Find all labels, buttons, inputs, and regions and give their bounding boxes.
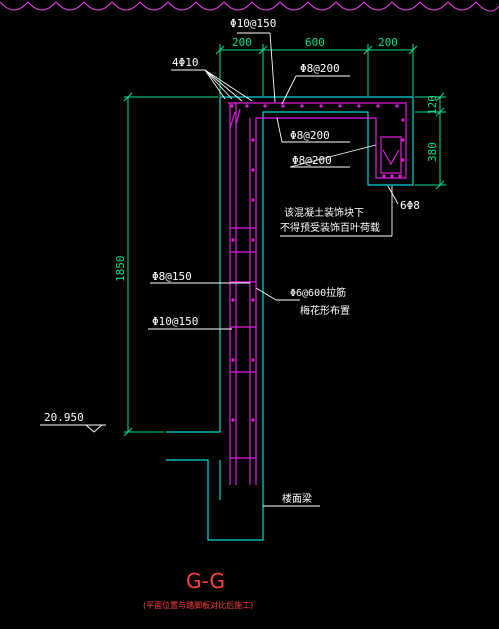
bottom-bars-label: 6Φ8 — [400, 199, 420, 212]
dimension-lines — [123, 44, 446, 437]
top-rebar-label: Φ10@150 — [230, 17, 276, 30]
rebar-cage — [228, 102, 407, 485]
lower-stirrup-label: Φ8@200 — [292, 154, 332, 167]
leader-lines — [148, 32, 399, 507]
elevation-marker — [40, 424, 106, 433]
elevation-label: 20.950 — [44, 411, 84, 424]
dim-top-middle: 600 — [305, 36, 325, 49]
concrete-outline — [166, 96, 414, 541]
dim-right-upper: 120 — [426, 95, 439, 115]
top-slab-bar-label: Φ8@200 — [300, 62, 340, 75]
dim-left-height: 1850 — [114, 256, 127, 283]
wall-vertical-bar-label: Φ10@150 — [152, 315, 198, 328]
wall-horizontal-bar-label: Φ8@150 — [152, 270, 192, 283]
section-title: G-G — [186, 569, 225, 593]
dim-right-lower: 380 — [426, 142, 439, 162]
dim-top-left: 200 — [232, 36, 252, 49]
note-line-2: 不得预受装饰百叶荷载 — [280, 221, 380, 234]
tie-bar-label: Φ6@600拉筋 — [290, 286, 346, 299]
tie-layout-label: 梅花形布置 — [300, 304, 350, 317]
corner-bars-label: 4Φ10 — [172, 56, 199, 69]
section-subtitle: (平面位置与踏脚板对比后施工) — [143, 600, 253, 610]
upper-stirrup-label: Φ8@200 — [290, 129, 330, 142]
note-line-1: 该混凝土装饰块下 — [284, 206, 364, 219]
border-arcs — [0, 1, 499, 12]
beam-label: 楼面梁 — [282, 492, 312, 505]
dim-top-right: 200 — [378, 36, 398, 49]
rebar-dots — [230, 104, 405, 422]
